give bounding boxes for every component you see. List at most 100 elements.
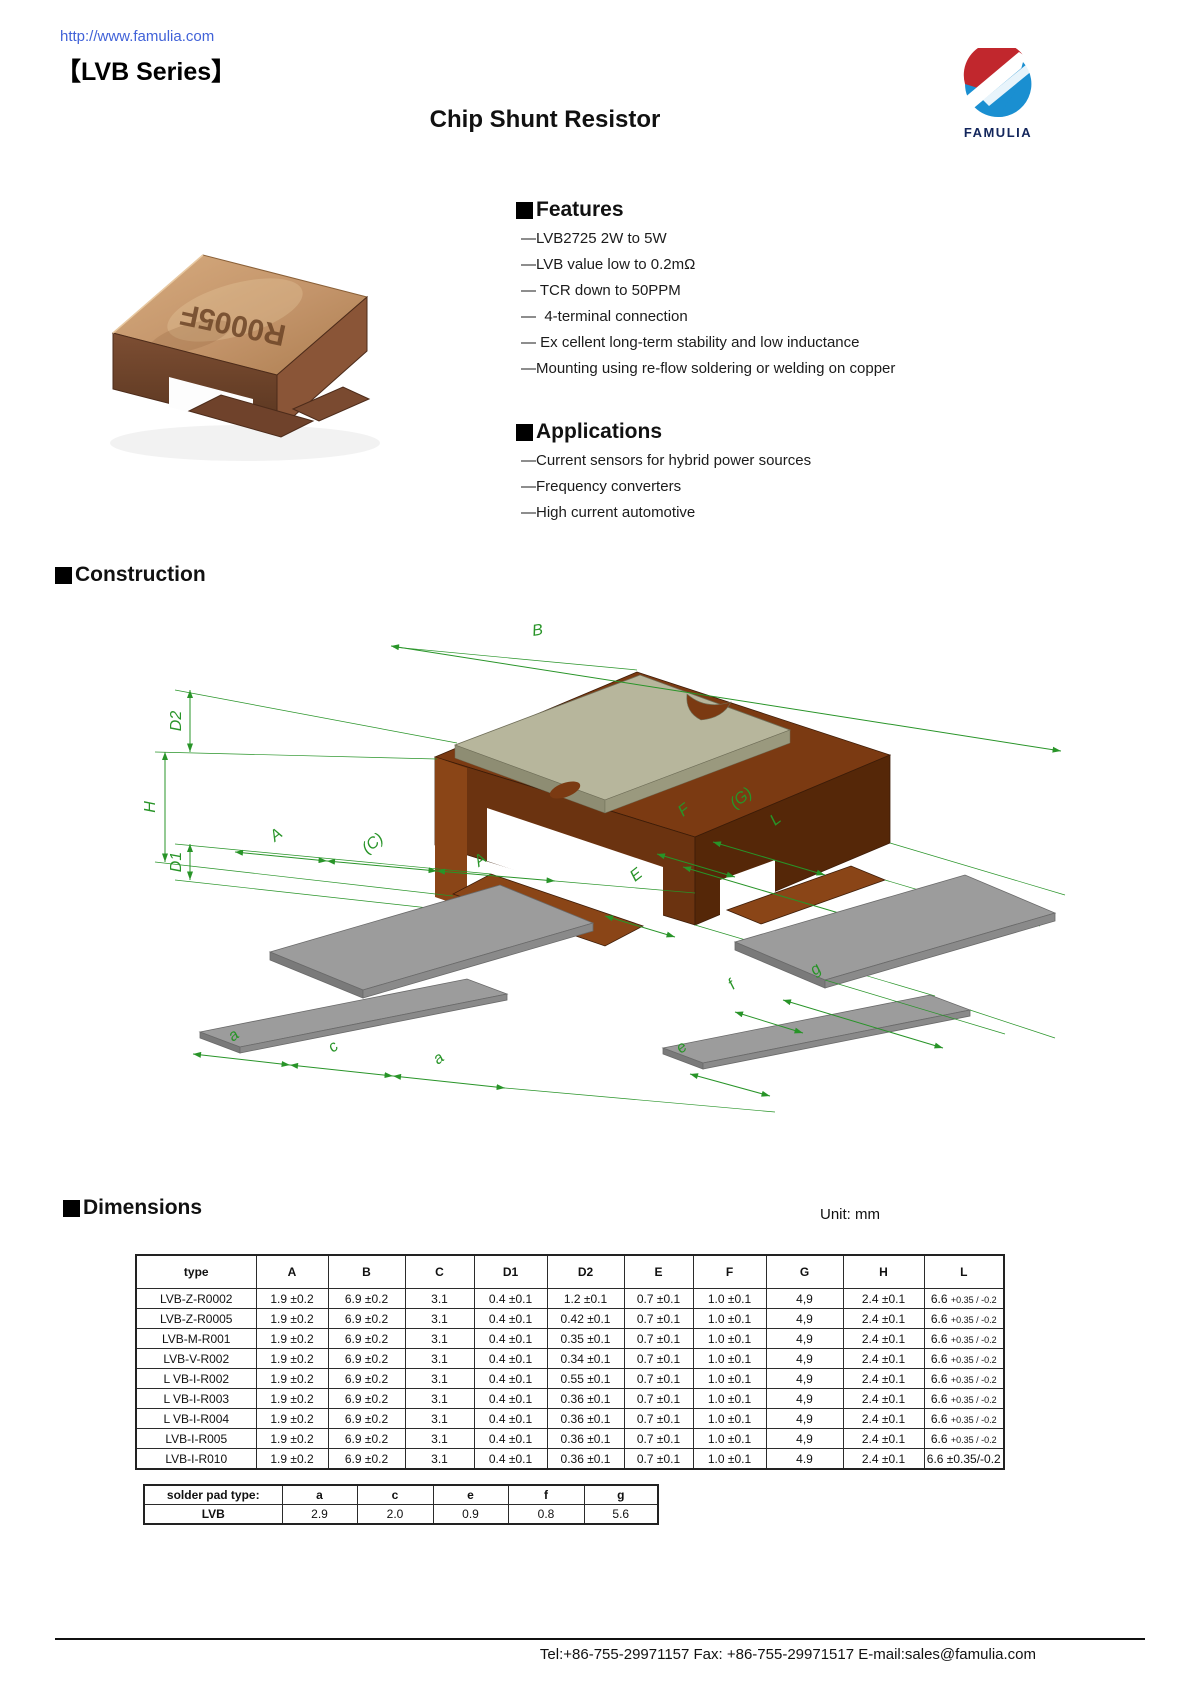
dimensions-row-cell: 0.7 ±0.1 [623,1428,694,1449]
dimensions-heading-label: Dimensions [83,1196,203,1219]
dimensions-row-cell: 6.6 +0.35 / -0.2 [923,1368,1005,1389]
dimensions-row-cell: 0.4 ±0.1 [473,1308,548,1329]
dimensions-row-cell: 0.42 ±0.1 [546,1308,625,1329]
applications-heading: Applications [516,420,662,444]
dim-label-c: (C) [359,830,387,857]
product-photo: R0005F [85,215,415,500]
construction-heading-label: Construction [75,563,206,586]
unit-label: Unit: mm [820,1206,880,1223]
pad-label-c: c [325,1038,342,1056]
dimensions-heading: Dimensions [63,1196,202,1220]
chip-resistor-image: R0005F [110,254,380,461]
col-header: type [135,1254,257,1289]
col-header: E [623,1254,694,1289]
dimensions-row-cell: 6.6 +0.35 / -0.2 [923,1328,1005,1349]
dimensions-row-cell: 1.0 ±0.1 [692,1348,767,1369]
pad-label-f: f [725,976,740,993]
pad-dimension-lines [192,979,1056,1113]
solder-pad-row-cell: 2.0 [356,1504,434,1525]
feature-item-1: —LVB value low to 0.2mΩ [521,256,696,273]
col-header: e [432,1484,509,1505]
series-title: 【LVB Series】 [56,58,237,86]
dimensions-row-cell: 4,9 [765,1288,844,1309]
dim-label-b: B [531,621,545,640]
solder-pad-row-cell: 0.8 [507,1504,585,1525]
dimensions-row-cell: 3.1 [404,1428,475,1449]
application-item-1: —Frequency converters [521,478,682,495]
dimensions-row-cell: 1.2 ±0.1 [546,1288,625,1309]
solder-pad-row-cell: 0.9 [432,1504,509,1525]
dimensions-row-cell: 2.4 ±0.1 [842,1388,925,1409]
dimensions-row-cell: 6.9 ±0.2 [327,1328,406,1349]
dimensions-row-cell: 3.1 [404,1368,475,1389]
dimensions-row-cell: LVB-Z-R0002 [135,1288,257,1309]
dimensions-row-cell: 1.9 ±0.2 [255,1408,329,1429]
col-header: C [404,1254,475,1289]
feature-item-4: — Ex cellent long-term stability and low… [521,334,860,351]
footer-contact: Tel:+86-755-29971157 Fax: +86-755-299715… [539,1646,1036,1663]
dimensions-row-cell: L VB-I-R002 [135,1368,257,1389]
dimensions-row-cell: 0.4 ±0.1 [473,1428,548,1449]
dimensions-row-cell: 3.1 [404,1348,475,1369]
dimensions-row-cell: 0.36 ±0.1 [546,1428,625,1449]
dimensions-row-cell: 4,9 [765,1348,844,1369]
dimensions-row-cell: 0.4 ±0.1 [473,1368,548,1389]
dim-label-a-left: A [266,825,286,846]
dimensions-row-cell: 6.6 +0.35 / -0.2 [923,1288,1005,1309]
page-title: Chip Shunt Resistor [429,106,661,133]
dimensions-row-cell: 6.9 ±0.2 [327,1448,406,1470]
dimensions-row-cell: 0.7 ±0.1 [623,1368,694,1389]
dimensions-row-cell: 1.0 ±0.1 [692,1288,767,1309]
dimensions-row-cell: 0.36 ±0.1 [546,1408,625,1429]
pad-label-a2: a [430,1049,448,1068]
dimensions-row-cell: 0.4 ±0.1 [473,1328,548,1349]
col-header: F [692,1254,767,1289]
dimensions-row-cell: 1.0 ±0.1 [692,1308,767,1329]
col-header: g [583,1484,659,1505]
col-header: f [507,1484,585,1505]
dimensions-row-cell: 0.7 ±0.1 [623,1328,694,1349]
dimensions-row-cell: 0.7 ±0.1 [623,1448,694,1470]
feature-item-2: — TCR down to 50PPM [521,282,681,299]
feature-item-0: —LVB2725 2W to 5W [521,230,667,247]
dimensions-row-cell: 6.6 +0.35 / -0.2 [923,1388,1005,1409]
dimensions-row-cell: 6.6 ±0.35/-0.2 [923,1448,1005,1470]
col-header: a [281,1484,358,1505]
applications-list: —Current sensors for hybrid power source… [521,453,811,531]
dimensions-row-cell: 0.35 ±0.1 [546,1328,625,1349]
dimensions-row-cell: 1.9 ±0.2 [255,1428,329,1449]
dimensions-row-cell: L VB-I-R004 [135,1408,257,1429]
dimensions-row-cell: 6.9 ±0.2 [327,1428,406,1449]
col-header: A [255,1254,329,1289]
dimensions-row-cell: 2.4 ±0.1 [842,1288,925,1309]
dimensions-row-cell: 0.4 ±0.1 [473,1288,548,1309]
dimensions-row-cell: L VB-I-R003 [135,1388,257,1409]
dimensions-row-cell: 3.1 [404,1328,475,1349]
dimensions-row-cell: 6.9 ±0.2 [327,1288,406,1309]
dimensions-row-cell: 0.7 ±0.1 [623,1408,694,1429]
features-list: —LVB2725 2W to 5W —LVB value low to 0.2mΩ… [521,231,895,387]
dimensions-row-cell: LVB-M-R001 [135,1328,257,1349]
dimensions-row-cell: 6.9 ±0.2 [327,1368,406,1389]
solder-pad-row-cell: 2.9 [281,1504,358,1525]
dimensions-row-cell: 1.0 ±0.1 [692,1408,767,1429]
website-link[interactable]: http://www.famulia.com [60,28,215,45]
dimensions-row-cell: LVB-V-R002 [135,1348,257,1369]
dimensions-row-cell: 2.4 ±0.1 [842,1408,925,1429]
dimensions-row-cell: 6.6 +0.35 / -0.2 [923,1308,1005,1329]
features-heading: Features [516,198,624,222]
col-header: D2 [546,1254,625,1289]
dimensions-row-cell: 4,9 [765,1388,844,1409]
dimensions-row-cell: 3.1 [404,1448,475,1470]
dimensions-row-cell: LVB-I-R010 [135,1448,257,1470]
dim-label-h: H [142,801,159,813]
solder-pad-row-cell: 5.6 [583,1504,659,1525]
dimensions-row-cell: 1.0 ±0.1 [692,1388,767,1409]
